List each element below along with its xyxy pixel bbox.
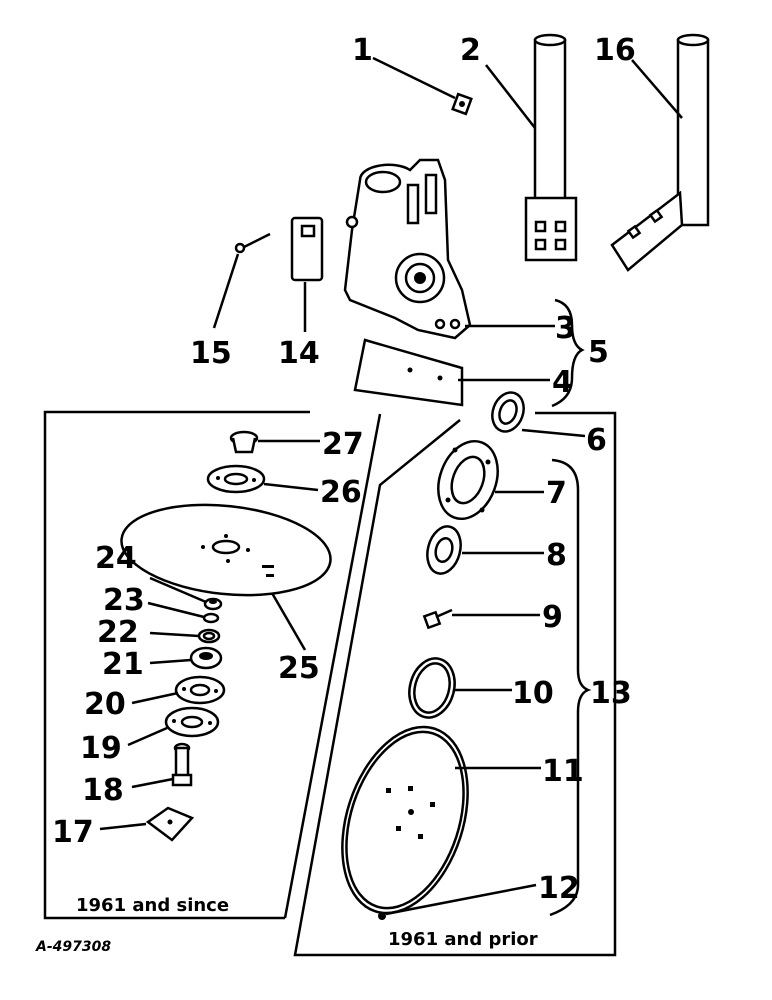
- part-23-washer: [202, 612, 220, 624]
- callout-14: 14: [278, 336, 320, 371]
- frame-1961-and-prior: [293, 411, 617, 957]
- leader-21: [149, 658, 192, 665]
- part-22-ring: [197, 628, 221, 644]
- callout-23: 23: [103, 583, 145, 618]
- callout-17: 17: [52, 815, 94, 850]
- part-6-seal: [491, 391, 525, 433]
- callout-5: 5: [588, 335, 609, 370]
- caption-1961-and-prior: 1961 and prior: [388, 929, 538, 950]
- callout-12: 12: [538, 871, 580, 906]
- callout-2: 2: [460, 33, 481, 68]
- part-2-standard-mount: [524, 33, 578, 262]
- part-21-bearing: [189, 646, 223, 670]
- callout-27: 27: [322, 427, 364, 462]
- callout-11: 11: [542, 754, 584, 789]
- leader-2: [485, 64, 536, 129]
- part-16-offset-mount: [610, 33, 710, 272]
- leader-16: [631, 59, 683, 119]
- leader-26: [263, 482, 319, 492]
- callout-6: 6: [586, 423, 607, 458]
- callout-24: 24: [95, 541, 137, 576]
- callout-7: 7: [546, 476, 567, 511]
- caption-1961-and-since: 1961 and since: [76, 895, 229, 916]
- leader-23: [147, 601, 205, 619]
- leader-17: [99, 822, 147, 831]
- part-25-disc: [120, 503, 332, 597]
- callout-4: 4: [552, 365, 573, 400]
- part-20-flange: [174, 675, 226, 705]
- leader-24: [149, 576, 207, 604]
- leader-18: [131, 777, 174, 789]
- part-15-pin: [234, 232, 271, 254]
- part-3-bracket: [343, 158, 472, 340]
- callout-8: 8: [546, 538, 567, 573]
- callout-3: 3: [555, 311, 576, 346]
- part-10-ring: [408, 657, 456, 719]
- leader-1: [372, 56, 456, 100]
- part-1-bolt: [451, 92, 473, 116]
- part-19-flange: [164, 706, 220, 738]
- leader-19: [127, 726, 168, 747]
- callout-13: 13: [590, 676, 632, 711]
- callout-25: 25: [278, 651, 320, 686]
- leader-12: [385, 883, 537, 916]
- leader-22: [149, 631, 200, 638]
- callout-10: 10: [512, 676, 554, 711]
- bracket-5: [551, 298, 585, 408]
- leader-20: [131, 691, 179, 705]
- part-12-nut: [378, 912, 386, 920]
- callout-16: 16: [594, 33, 636, 68]
- part-14-plate: [290, 216, 324, 282]
- callout-18: 18: [82, 773, 124, 808]
- part-7-flange: [437, 439, 499, 521]
- part-4-scraper: [353, 338, 464, 407]
- callout-26: 26: [320, 475, 362, 510]
- leader-6: [521, 428, 586, 438]
- part-17-hub-cap: [145, 806, 195, 842]
- part-18-spindle: [171, 742, 193, 787]
- part-8-bearing: [426, 525, 462, 575]
- part-27-cap: [229, 430, 259, 454]
- callout-9: 9: [542, 600, 563, 635]
- part-24-nut: [203, 597, 223, 611]
- callout-1: 1: [352, 33, 373, 68]
- leader-25: [270, 592, 307, 651]
- callout-22: 22: [97, 615, 139, 650]
- frame-1961-and-since: [43, 410, 310, 920]
- callout-15: 15: [190, 336, 232, 371]
- part-11-disc: [341, 725, 469, 915]
- leader-15: [212, 253, 240, 329]
- callout-20: 20: [84, 687, 126, 722]
- frame-divider-diagonal: [283, 413, 382, 919]
- bracket-13: [549, 458, 592, 917]
- callout-21: 21: [102, 647, 144, 682]
- drawing-reference: A-497308: [35, 939, 111, 955]
- callout-19: 19: [80, 731, 122, 766]
- part-26-washer: [206, 464, 266, 494]
- part-9-bolt: [422, 608, 453, 630]
